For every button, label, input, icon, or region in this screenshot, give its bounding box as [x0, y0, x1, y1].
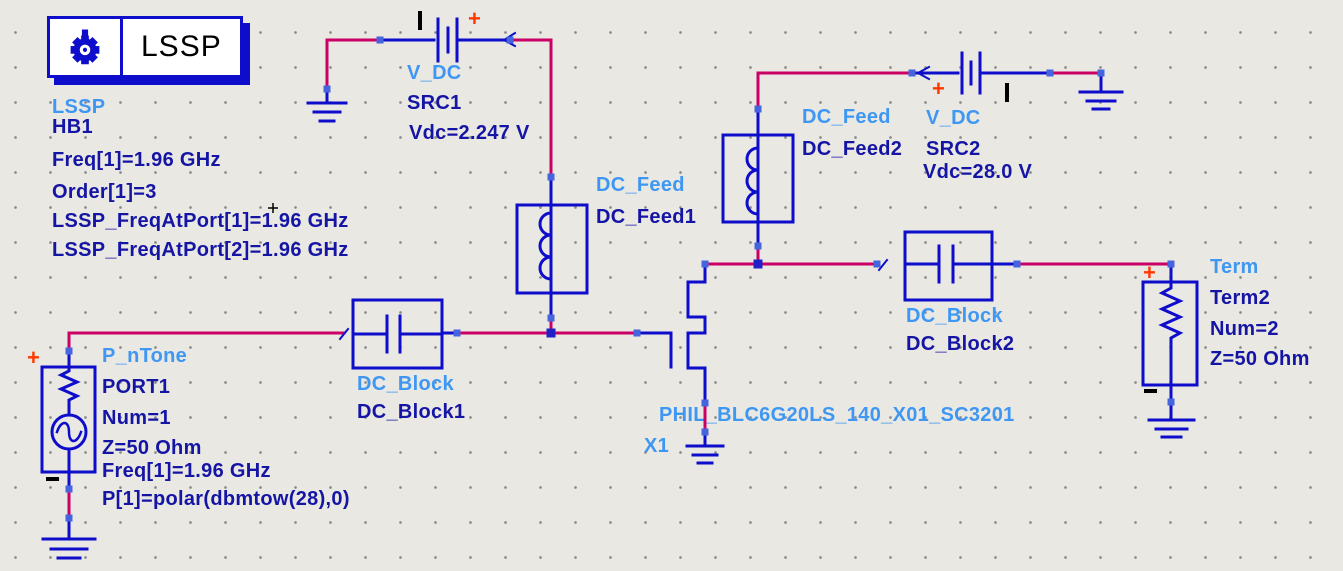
src1-plus-polarity: + — [468, 6, 481, 31]
dc-block2-capacitor-symbol[interactable] — [877, 230, 1018, 302]
dc-block1-type-label[interactable]: DC_Block — [357, 373, 454, 395]
term2-minus-polarity-mark — [1144, 389, 1157, 393]
dc-block1-instance-label[interactable]: DC_Block1 — [357, 401, 466, 423]
src2-current-arrow — [915, 65, 931, 81]
port1-param-freq[interactable]: Freq[1]=1.96 GHz — [102, 460, 271, 482]
src2-plus-polarity: + — [932, 76, 945, 101]
x1-transistor-symbol[interactable] — [634, 262, 707, 405]
port1-param-z[interactable]: Z=50 Ohm — [102, 437, 202, 459]
x1-instance-label[interactable]: X1 — [644, 435, 670, 457]
dc-feed2-instance-label[interactable]: DC_Feed2 — [802, 138, 903, 160]
lssp-param-freqatport1[interactable]: LSSP_FreqAtPort[1]=1.96 GHz — [52, 210, 349, 232]
port1-type-label[interactable]: P_nTone — [102, 345, 188, 367]
dc-feed2-inductor-symbol[interactable] — [721, 107, 795, 248]
x1-gate-electrode — [634, 331, 673, 369]
src1-minus-polarity-mark — [418, 11, 422, 30]
dc-block2-type-label[interactable]: DC_Block — [906, 305, 1003, 327]
term2-param-z[interactable]: Z=50 Ohm — [1210, 348, 1310, 370]
port1-instance-label[interactable]: PORT1 — [102, 376, 171, 398]
port1-source-symbol[interactable] — [40, 349, 97, 489]
dc-block2-instance-label[interactable]: DC_Block2 — [906, 333, 1015, 355]
dc-feed1-inductor-symbol[interactable] — [515, 175, 589, 320]
port1-param-num[interactable]: Num=1 — [102, 407, 171, 429]
src2-instance-label[interactable]: SRC2 — [926, 138, 981, 160]
src2-minus-polarity-mark — [1005, 83, 1009, 102]
term2-type-label[interactable]: Term — [1210, 256, 1259, 278]
junction-node-drain — [753, 259, 763, 269]
port1-minus-polarity-mark — [46, 477, 59, 481]
lssp-box-title: LSSP — [141, 30, 222, 63]
src2-param-vdc[interactable]: Vdc=28.0 V — [923, 161, 1033, 183]
lssp-param-freq[interactable]: Freq[1]=1.96 GHz — [52, 149, 221, 171]
gear-icon — [50, 19, 123, 75]
term2-termination-symbol[interactable] — [1141, 262, 1199, 421]
x1-type-label[interactable]: PHIL_BLC6G20LS_140_X01_SC3201 — [659, 404, 1015, 426]
src2-type-label[interactable]: V_DC — [926, 107, 981, 129]
wire-dcfeed2-to-src2 — [756, 71, 914, 111]
src1-param-vdc[interactable]: Vdc=2.247 V — [409, 122, 530, 144]
term2-param-num[interactable]: Num=2 — [1210, 318, 1279, 340]
x1-ground-symbol[interactable] — [685, 431, 725, 465]
src1-ground-symbol[interactable] — [306, 87, 348, 123]
lssp-param-freqatport2[interactable]: LSSP_FreqAtPort[2]=1.96 GHz — [52, 239, 349, 261]
wire-nodes[interactable] — [65, 36, 1175, 522]
port1-plus-polarity: + — [27, 345, 40, 370]
dc-feed2-type-label[interactable]: DC_Feed — [802, 106, 891, 128]
x1-channel — [686, 262, 707, 405]
port1-param-power[interactable]: P[1]=polar(dbmtow(28),0) — [102, 488, 350, 510]
wire-src1-to-dcfeed1 — [510, 38, 553, 179]
src1-instance-label[interactable]: SRC1 — [407, 92, 462, 114]
schematic-wires[interactable] — [67, 38, 1173, 520]
lssp-instance-label[interactable]: HB1 — [52, 116, 93, 138]
port1-ground-symbol[interactable] — [41, 517, 97, 560]
sine-wave-glyph — [55, 421, 83, 443]
dc-block1-pin-tick — [338, 327, 350, 341]
wire-src1-ground-run — [325, 38, 381, 91]
dc-feed1-type-label[interactable]: DC_Feed — [596, 174, 685, 196]
lssp-controller-box[interactable]: LSSP — [47, 16, 243, 78]
dc-feed1-instance-label[interactable]: DC_Feed1 — [596, 206, 697, 228]
dc-block2-pin-tick — [877, 258, 889, 272]
term2-ground-symbol[interactable] — [1147, 418, 1196, 439]
term2-plus-polarity: + — [1143, 260, 1156, 285]
junction-node-gate — [546, 328, 556, 338]
src1-type-label[interactable]: V_DC — [407, 62, 462, 84]
src1-battery-symbol[interactable] — [377, 11, 517, 63]
src1-current-arrow — [502, 31, 517, 48]
term2-instance-label[interactable]: Term2 — [1210, 287, 1271, 309]
dc-block1-capacitor-symbol[interactable] — [338, 298, 457, 370]
lssp-param-order[interactable]: Order[1]=3 — [52, 181, 157, 203]
src2-ground-symbol[interactable] — [1078, 71, 1124, 111]
lssp-type-label[interactable]: LSSP — [52, 96, 106, 118]
